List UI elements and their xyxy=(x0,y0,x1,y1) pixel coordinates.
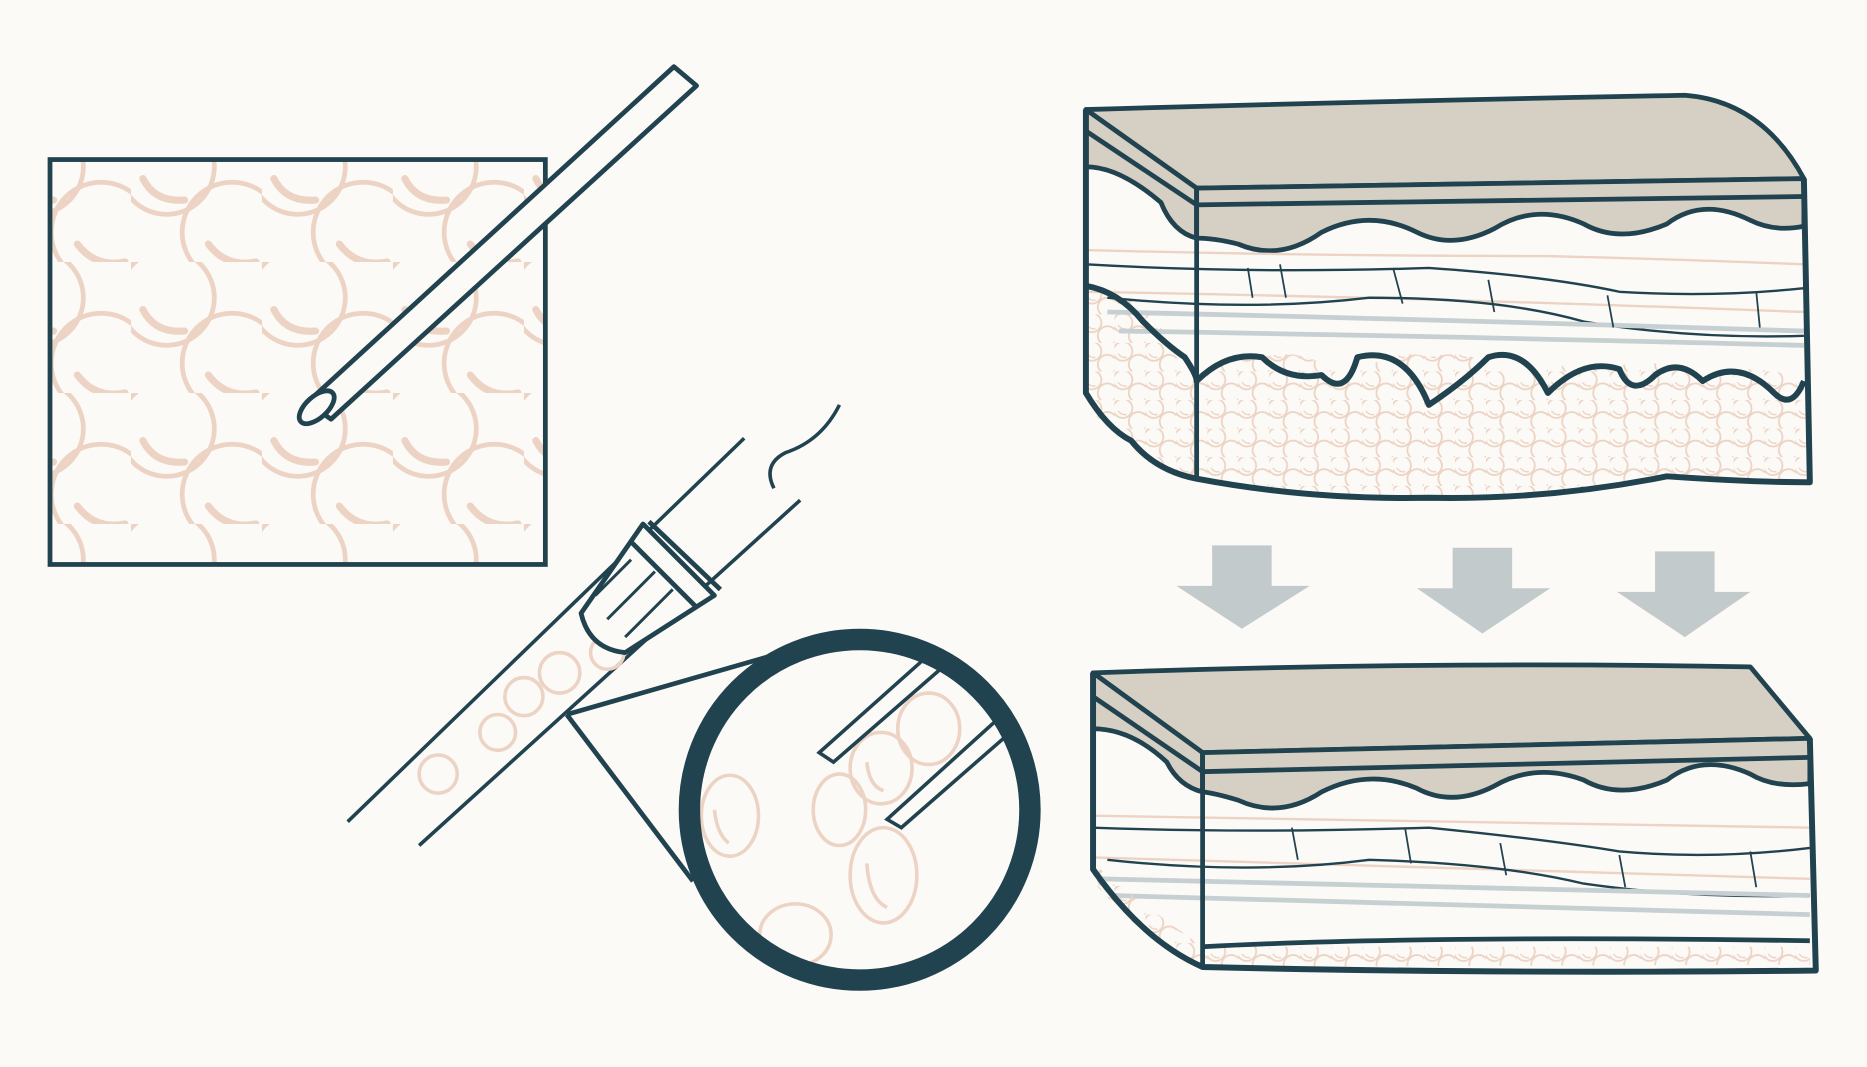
magnifier-icon xyxy=(678,628,1041,991)
cannula-hub-icon xyxy=(578,519,723,655)
arrow-down-icon xyxy=(1176,545,1310,629)
fat-tissue-closeup xyxy=(47,64,699,567)
skin-after xyxy=(1090,662,1819,975)
skin-before xyxy=(1082,92,1813,501)
arrow-down-icon xyxy=(1616,551,1751,638)
cannula-magnified xyxy=(346,404,1041,991)
arrow-down-icon xyxy=(1416,547,1551,634)
down-arrows xyxy=(1176,545,1751,638)
cannula-icon xyxy=(296,64,699,427)
